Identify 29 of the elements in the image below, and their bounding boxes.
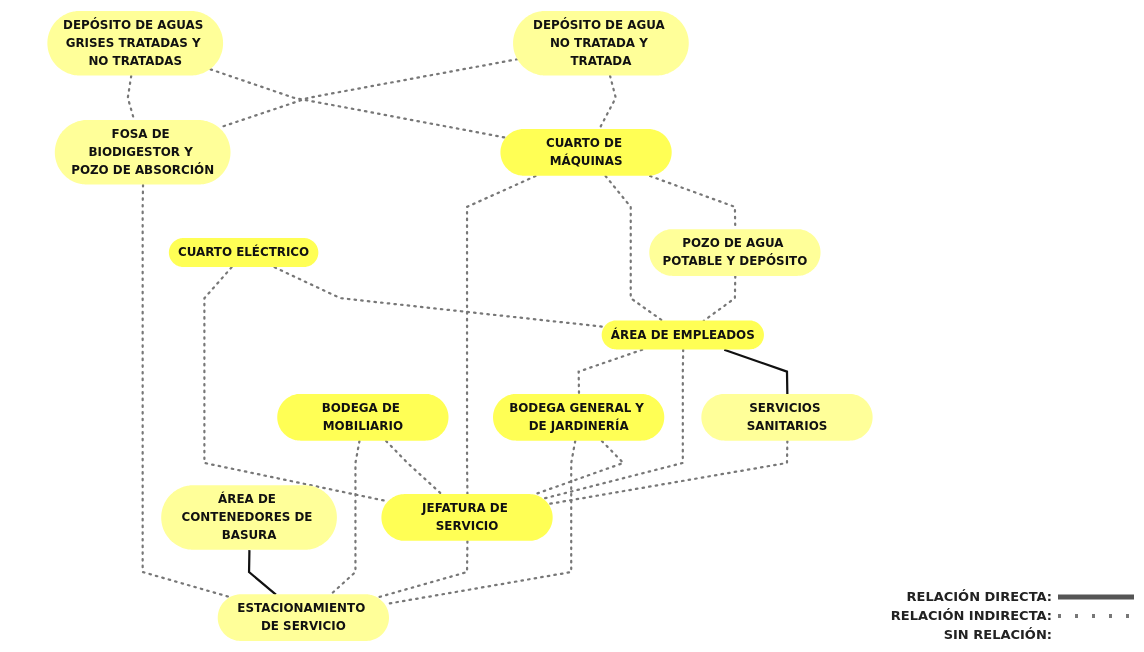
node-box: ESTACIONAMIENTO DE SERVICIO (217, 594, 389, 642)
connector (273, 266, 606, 328)
node-box: DEPÓSITO DE AGUA NO TRATADA Y TRATADA (513, 10, 689, 76)
node-box: FOSA DE BIODIGESTOR Y POZO DE ABSORCIÓN (54, 120, 231, 185)
connector (247, 550, 277, 596)
connector (577, 348, 644, 396)
node-box: BODEGA GENERAL Y DE JARDINERÍA (493, 393, 665, 441)
node-box: BODEGA DE MOBILIARIO (277, 393, 449, 441)
legend-label: SIN RELACIÓN: (943, 627, 1052, 642)
connector (723, 348, 789, 395)
node-box: JEFATURA DE SERVICIO (381, 494, 553, 541)
legend-label: RELACIÓN INDIRECTA: (890, 608, 1052, 623)
connector (547, 439, 789, 506)
connector (385, 439, 444, 496)
connector (604, 174, 664, 322)
node-box: CUARTO ELÉCTRICO (168, 238, 319, 267)
connector (209, 68, 508, 139)
node-box: ÁREA DE CONTENEDORES DE BASURA (161, 485, 337, 550)
connector (329, 439, 361, 596)
connector (541, 348, 685, 500)
node-box: ÁREA DE EMPLEADOS (601, 320, 764, 350)
connector (465, 174, 537, 496)
node-box: POZO DE AGUA POTABLE Y DEPÓSITO (649, 229, 821, 276)
legend-label: RELACIÓN DIRECTA: (906, 589, 1052, 604)
connector (376, 540, 469, 599)
node-box: SERVICIOS SANITARIOS (701, 393, 873, 441)
node-box: DEPÓSITO DE AGUAS GRISES TRATADAS Y NO TRATADAS (47, 10, 224, 76)
connector (141, 183, 232, 599)
node-box: CUARTO DE MÁQUINAS (500, 128, 672, 176)
